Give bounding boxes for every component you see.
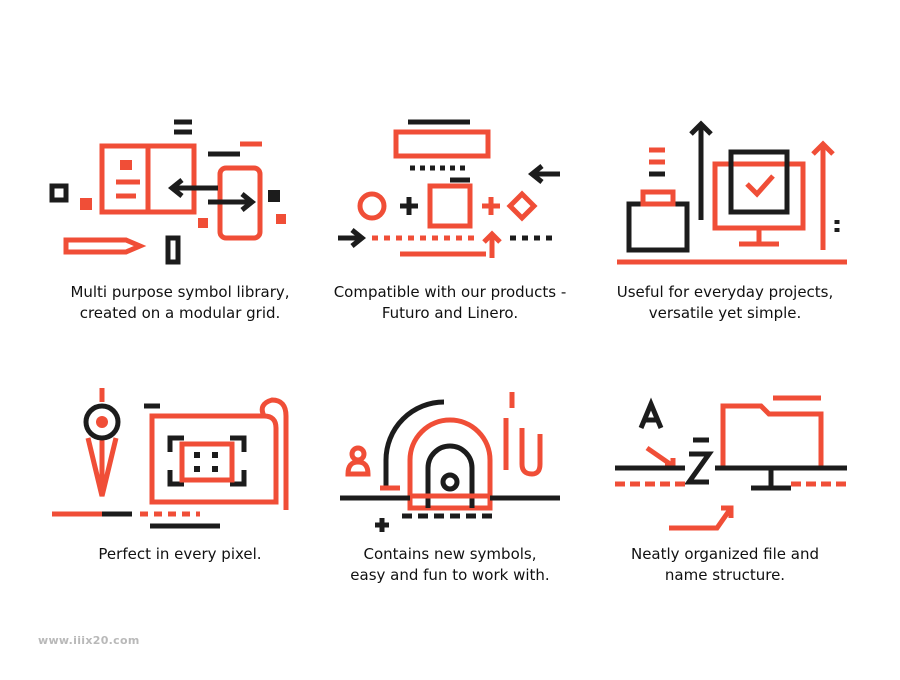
- feature-caption: Compatible with our products - Futuro an…: [310, 282, 590, 324]
- caption-line: created on a modular grid.: [79, 304, 281, 322]
- caption-line: Useful for everyday projects,: [616, 283, 834, 301]
- feature-caption: Neatly organized file and name structure…: [585, 544, 865, 586]
- caption-line: versatile yet simple.: [648, 304, 802, 322]
- caption-line: name structure.: [664, 566, 786, 584]
- caption-line: Compatible with our products -: [333, 283, 567, 301]
- caption-line: Contains new symbols,: [363, 545, 537, 563]
- file-structure-icon: [615, 395, 847, 531]
- caption-line: Perfect in every pixel.: [98, 545, 262, 563]
- caption-line: Neatly organized file and: [630, 545, 820, 563]
- caption-line: easy and fun to work with.: [350, 566, 550, 584]
- feature-caption: Contains new symbols, easy and fun to wo…: [310, 544, 590, 586]
- modular-grid-icon: [49, 119, 286, 265]
- pixel-perfect-icon: [52, 388, 289, 529]
- compatible-products-icon: [338, 119, 560, 258]
- feature-caption: Perfect in every pixel.: [40, 544, 320, 565]
- caption-line: Futuro and Linero.: [381, 304, 519, 322]
- feature-caption: Useful for everyday projects, versatile …: [585, 282, 865, 324]
- feature-caption: Multi purpose symbol library, created on…: [40, 282, 320, 324]
- watermark: www.iiix20.com: [38, 634, 140, 647]
- caption-line: Multi purpose symbol library,: [70, 283, 290, 301]
- everyday-projects-icon: [617, 120, 847, 265]
- new-symbols-icon: [340, 392, 560, 532]
